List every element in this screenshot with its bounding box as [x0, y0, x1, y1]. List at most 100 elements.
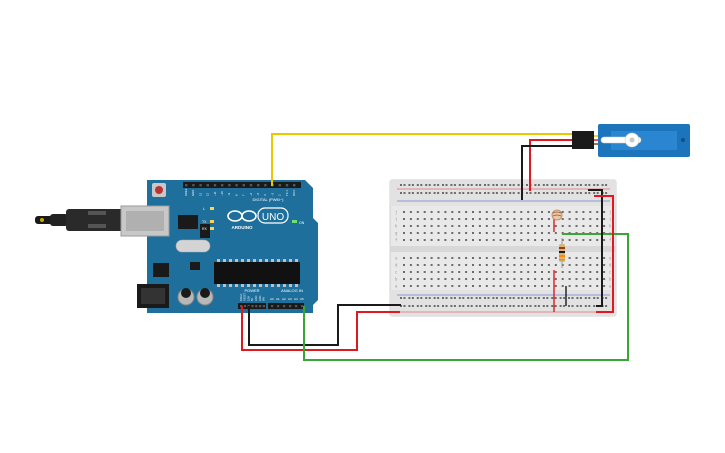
usb-cable[interactable] [35, 209, 124, 231]
wire-black-rail-bridge[interactable] [588, 189, 603, 307]
terminal-hole [409, 225, 412, 227]
digital-pin-socket[interactable] [249, 184, 253, 187]
chip-pin [265, 259, 268, 262]
power-pin-socket[interactable] [259, 305, 262, 308]
terminal-hole [444, 225, 447, 227]
terminal-hole [568, 239, 571, 241]
rail-hole [563, 184, 566, 186]
terminal-hole [485, 218, 488, 220]
analog-pin-socket[interactable] [289, 305, 292, 308]
wire-black-gnd[interactable] [248, 304, 401, 346]
terminal-hole [603, 239, 606, 241]
terminal-hole [589, 239, 592, 241]
power-pin-socket[interactable] [243, 305, 246, 308]
terminal-hole [430, 271, 433, 273]
arduino-uno[interactable]: UNO ARDUINO DIGITAL (PWM~) POWER ANALOG … [120, 180, 318, 313]
wire-black-servo-ground[interactable] [521, 145, 580, 200]
wire-green-analog[interactable] [303, 233, 629, 361]
terminal-hole [451, 225, 454, 227]
digital-pin-socket[interactable] [293, 184, 296, 187]
rail-hole [470, 184, 473, 186]
terminal-hole [423, 225, 426, 227]
rail-hole [563, 305, 566, 307]
rail-hole [517, 192, 520, 194]
digital-pin-socket[interactable] [213, 184, 217, 187]
terminal-hole [520, 211, 523, 213]
analog-pin-socket[interactable] [295, 305, 298, 308]
row-letter: c [395, 270, 398, 275]
power-pin-socket[interactable] [255, 305, 258, 308]
wire-red-rail-bridge[interactable] [594, 195, 614, 313]
terminal-hole [589, 257, 592, 259]
rail-hole [411, 297, 414, 299]
terminal-hole [472, 232, 474, 234]
terminal-hole [527, 239, 530, 241]
digital-pin-socket[interactable] [242, 184, 245, 187]
analog-pin-socket[interactable] [271, 305, 274, 308]
digital-pin-socket[interactable] [221, 184, 224, 187]
analog-pin-socket[interactable] [283, 305, 286, 308]
digital-pin-socket[interactable] [257, 184, 260, 187]
rail-hole [445, 192, 448, 194]
row-letter: e [395, 256, 398, 261]
photoresistor[interactable] [551, 209, 563, 221]
rail-hole [546, 297, 549, 299]
terminal-hole [554, 257, 557, 259]
rail-hole [579, 305, 582, 307]
rail-hole [504, 184, 507, 186]
rail-hole [408, 297, 411, 299]
logo-loop-right [241, 210, 257, 222]
digital-pin-label: RX 0 [292, 189, 296, 196]
digital-pin-socket[interactable] [285, 184, 289, 187]
rail-hole [576, 184, 579, 186]
analog-label: ANALOG IN [281, 288, 303, 293]
digital-pin-socket[interactable] [235, 184, 238, 187]
crystal-oscillator [175, 239, 211, 253]
bottom-power-rail [390, 290, 616, 316]
terminal-hole [444, 271, 447, 273]
on-label: ON [299, 221, 305, 225]
rail-hole [537, 184, 540, 186]
digital-pin-socket[interactable] [278, 184, 281, 187]
power-pin-socket[interactable] [251, 305, 254, 308]
wire-red-5v[interactable] [241, 306, 400, 351]
rail-hole [425, 297, 428, 299]
rail-hole [571, 305, 574, 307]
resistor[interactable] [559, 238, 565, 268]
analog-pin-socket[interactable] [301, 305, 304, 308]
terminal-hole [485, 232, 488, 234]
terminal-hole [451, 264, 454, 266]
analog-pin-socket[interactable] [277, 305, 280, 308]
center-channel [390, 246, 616, 252]
digital-pin-socket[interactable] [228, 184, 231, 187]
terminal-hole [568, 264, 571, 266]
digital-pin-socket[interactable] [206, 184, 209, 187]
terminal-hole [568, 271, 571, 273]
wire-red-servo-power[interactable] [529, 139, 580, 191]
digital-pin-socket[interactable] [185, 184, 188, 187]
rail-hole [470, 297, 473, 299]
terminal-hole [499, 225, 502, 227]
usb-plug-detail [88, 211, 106, 215]
rail-hole [416, 297, 419, 299]
power-pin-socket[interactable] [262, 305, 265, 308]
terminal-hole [603, 278, 606, 280]
terminal-hole [409, 285, 412, 287]
digital-pin-socket[interactable] [264, 184, 267, 187]
row-letter: i [395, 217, 398, 222]
digital-pin-socket[interactable] [192, 184, 195, 187]
terminal-hole [554, 271, 557, 273]
rail-hole [504, 192, 507, 194]
terminal-hole [499, 278, 502, 280]
terminal-hole [485, 211, 488, 213]
rail-hole [462, 297, 465, 299]
wire-yellow-signal[interactable] [271, 133, 580, 186]
digital-pin-socket[interactable] [199, 184, 202, 187]
terminal-hole [506, 285, 509, 287]
servo-motor[interactable] [572, 124, 690, 157]
terminal-hole [534, 264, 537, 266]
rail-hole [467, 192, 470, 194]
icsp-header [200, 224, 210, 238]
